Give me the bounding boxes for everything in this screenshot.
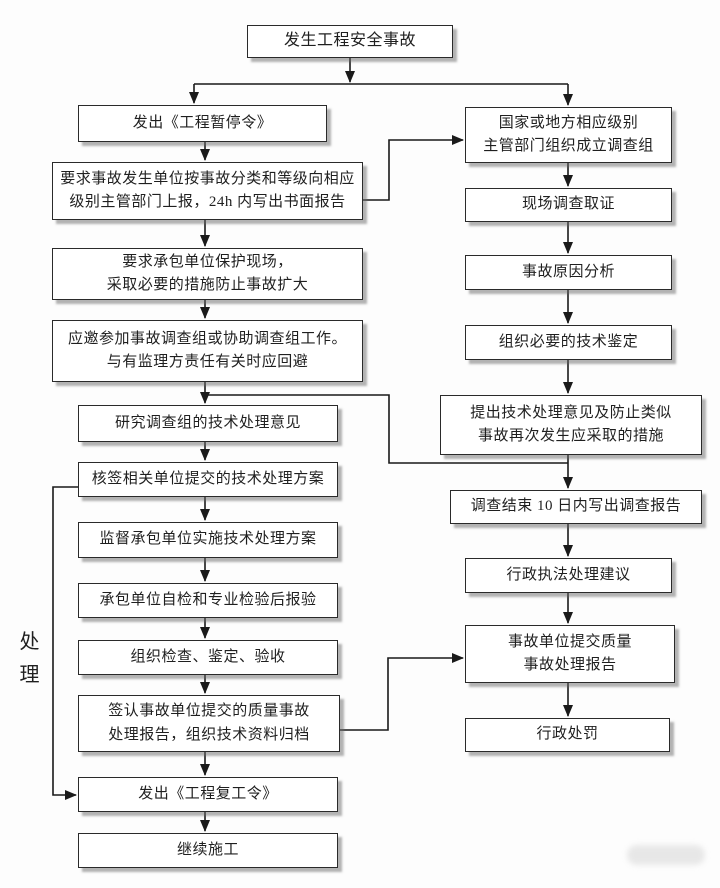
node-administrative-penalty: 行政处罚 [465,718,670,752]
node-continue-construction: 继续施工 [78,833,338,868]
node-enforcement-suggestion: 行政执法处理建议 [465,558,672,593]
watermark [627,845,705,865]
node-site-investigation: 现场调查取证 [465,188,672,222]
node-unit-submits-report: 事故单位提交质量 事故处理报告 [465,625,675,683]
node-report-to-authority: 要求事故发生单位按事故分类和等级向相应 级别主管部门上报，24h 内写出书面报告 [52,162,363,220]
node-authority-investigation-team: 国家或地方相应级别 主管部门组织成立调查组 [465,107,672,163]
node-technical-appraisal: 组织必要的技术鉴定 [465,325,672,360]
edge-b3-r1 [363,135,464,201]
side-label-handling: 处理 [19,631,41,686]
node-sign-report-archive: 签认事故单位提交的质量事故 处理报告，组织技术资料归档 [78,695,340,752]
node-organize-acceptance: 组织检查、鉴定、验收 [78,640,338,675]
node-cause-analysis: 事故原因分析 [465,255,672,290]
edge-r5-b6 [205,394,568,464]
node-study-technical-opinions: 研究调查组的技术处理意见 [78,405,338,442]
node-supervise-implementation: 监督承包单位实施技术处理方案 [78,522,338,558]
edge-b11-r8 [340,653,464,731]
node-join-investigation-team: 应邀参加事故调查组或协助调查组工作。 与有监理方责任有关时应回避 [52,320,363,382]
node-contractor-self-inspection: 承包单位自检和专业检验后报验 [78,583,338,618]
node-protect-site: 要求承包单位保护现场， 采取必要的措施防止事故扩大 [52,248,363,300]
node-investigation-report-10-days: 调查结束 10 日内写出调查报告 [450,490,702,524]
node-issue-suspension-order: 发出《工程暂停令》 [78,105,327,142]
node-accident-occurs: 发生工程安全事故 [247,25,453,58]
edge-b7-b12-bypass [52,486,78,800]
node-countersign-treatment-plan: 核签相关单位提交的技术处理方案 [78,462,338,497]
node-propose-measures: 提出技术处理意见及防止类似 事故再次发生应采取的措施 [440,395,702,455]
node-issue-resumption-order: 发出《工程复工令》 [78,777,338,812]
